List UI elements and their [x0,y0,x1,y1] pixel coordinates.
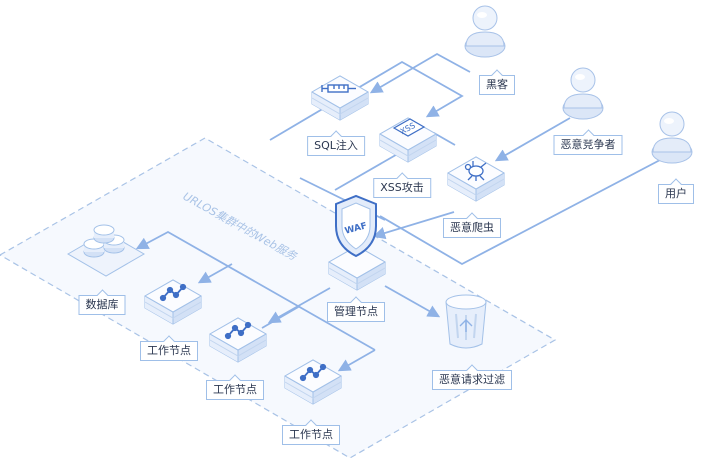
worker-node-2-label: 工作节点 [206,380,264,400]
sql-injection-label: SQL注入 [307,136,365,156]
user-icon [464,5,506,58]
sql-injection-box [311,75,369,121]
network-icon [299,363,327,382]
database-icon [83,224,125,258]
worker-node-1-label: 工作节点 [140,341,198,361]
connection-lines [135,52,661,372]
manager-node-label: 管理节点 [327,302,385,322]
database-label: 数据库 [78,295,126,315]
filter-trash-box [445,294,487,349]
xss-attack-label: XSS攻击 [373,178,431,198]
user-icon [562,67,604,120]
worker-node-2-box [209,317,267,363]
hacker-label: 黑客 [479,75,515,95]
user-figure [651,111,693,164]
network-icon [224,321,252,340]
worker-node-1-box [144,279,202,325]
syringe-icon [321,84,356,93]
xss-icon: XSS [392,118,426,137]
crawler-box [447,156,505,202]
network-icon [159,283,187,302]
worker-node-3-label: 工作节点 [282,425,340,445]
filter-label: 恶意请求过滤 [432,370,512,390]
waf-shield: WAF [335,194,377,258]
xss-attack-box: XSS [379,117,437,163]
trash-icon [445,294,487,349]
database-box [67,224,145,277]
worker-node-3-box [284,359,342,405]
competitor-figure [562,67,604,120]
user-label: 用户 [658,184,694,204]
competitor-label: 恶意竞争者 [553,135,623,155]
user-icon [651,111,693,164]
bug-icon [464,161,487,181]
crawler-label: 恶意爬虫 [443,218,501,238]
hacker-figure [464,5,506,58]
